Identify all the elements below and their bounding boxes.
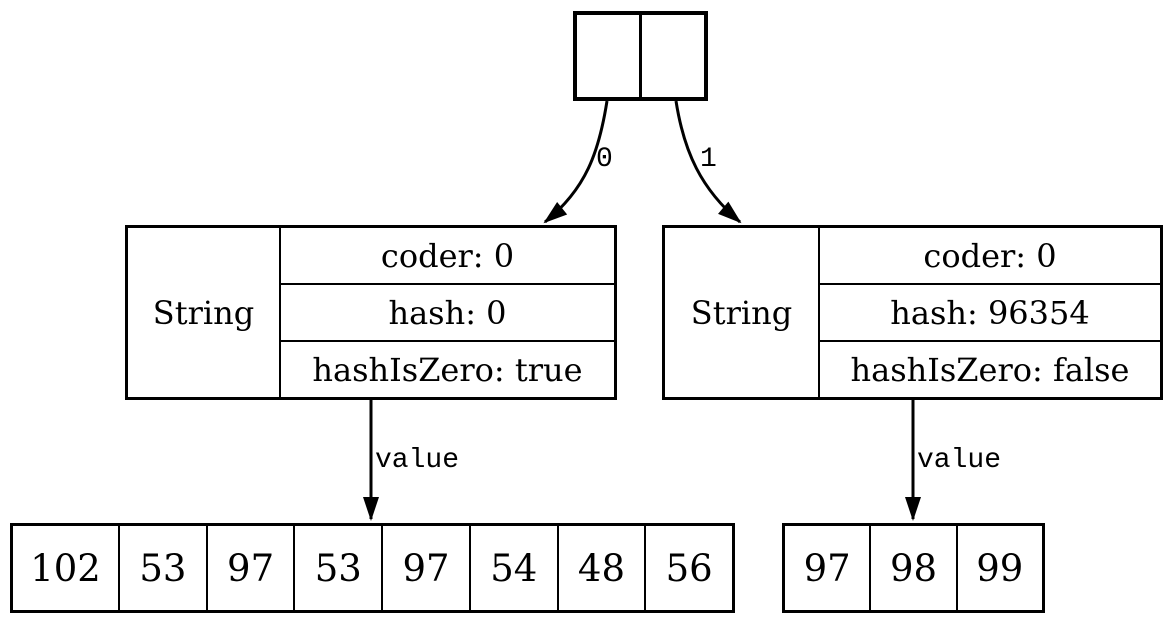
array-0-cell-6: 48 (556, 526, 645, 610)
array-1-cell-2: 99 (955, 526, 1042, 610)
reference-array-node (573, 11, 708, 101)
value-array-0: 102 53 97 53 97 54 48 56 (10, 523, 735, 613)
value-array-1: 97 98 99 (782, 523, 1045, 613)
array-0-cell-2: 97 (205, 526, 294, 610)
edge-label-index-1: 1 (700, 144, 717, 175)
edge-label-value-left: value (375, 445, 460, 476)
string-node-1-field-coder: coder: 0 (923, 236, 1057, 275)
array-1-cell-1: 98 (869, 526, 955, 610)
reference-cell-0 (577, 15, 642, 97)
string-node-1-class-label: String (665, 228, 820, 397)
array-0-cell-0: 102 (30, 546, 101, 590)
edge-label-value-right: value (917, 445, 1002, 476)
edge-label-index-0: 0 (596, 144, 613, 175)
array-0-cell-4: 97 (381, 526, 469, 610)
array-0-cell-3: 53 (293, 526, 381, 610)
string-node-0-fields: coder: 0 hash: 0 hashIsZero: true (281, 228, 614, 397)
string-node-1-field-hashiszero: hashIsZero: false (820, 340, 1160, 397)
reference-cell-1 (642, 15, 704, 97)
array-1-cell-0: 97 (803, 546, 851, 590)
array-0-cell-1: 53 (118, 526, 206, 610)
string-node-1-fields: coder: 0 hash: 96354 hashIsZero: false (820, 228, 1160, 397)
string-node-0-field-hashiszero: hashIsZero: true (281, 340, 614, 397)
array-0-cell-7: 56 (644, 526, 732, 610)
string-node-1: String coder: 0 hash: 96354 hashIsZero: … (662, 225, 1163, 400)
string-node-0-class-label: String (128, 228, 281, 397)
string-node-1-field-hash: hash: 96354 (820, 283, 1160, 340)
string-node-0: String coder: 0 hash: 0 hashIsZero: true (125, 225, 617, 400)
array-0-cell-5: 54 (468, 526, 557, 610)
string-node-0-field-hash: hash: 0 (281, 283, 614, 340)
string-node-0-field-coder: coder: 0 (380, 236, 515, 275)
